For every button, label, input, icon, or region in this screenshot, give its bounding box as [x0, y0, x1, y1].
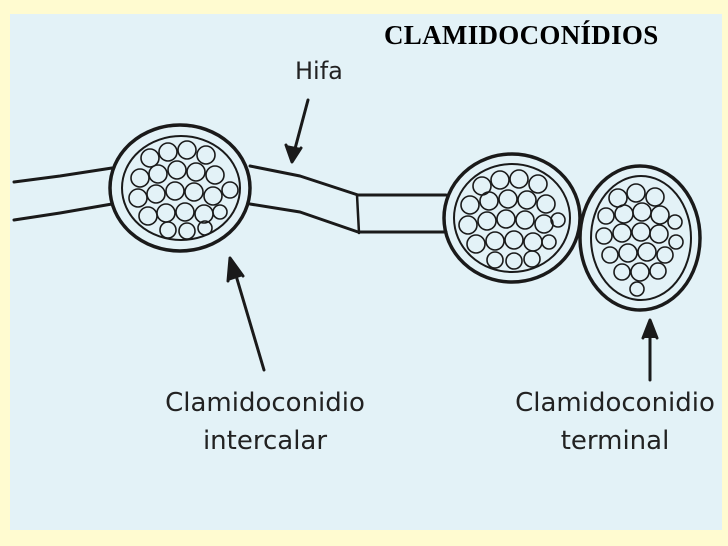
- chain-inner-wall: [453, 163, 571, 273]
- chain-outer-wall: [442, 152, 582, 284]
- arrow-hifa: [284, 98, 310, 164]
- terminal-inner-wall: [590, 175, 692, 301]
- arrow-intercalar: [226, 256, 266, 372]
- hypha-left-bottom-wall: [12, 202, 114, 222]
- hypha-middle-bottom-wall: [248, 202, 448, 234]
- terminal-label: Clamidoconidio terminal: [505, 384, 725, 460]
- terminal-label-line2: terminal: [560, 426, 670, 456]
- terminal-label-line1: Clamidoconidio: [515, 388, 715, 418]
- chain-cells: [458, 169, 566, 270]
- diagram-panel: [10, 14, 722, 530]
- intercalar-outer-wall: [108, 123, 252, 253]
- slide-title: CLAMIDOCONÍDIOS: [384, 20, 659, 50]
- hypha-septum: [355, 193, 361, 235]
- intercalar-inner-wall: [121, 135, 241, 241]
- intercalar-label: Clamidoconidio intercalar: [155, 384, 375, 460]
- terminal-cells: [595, 183, 684, 297]
- intercalar-label-line2: intercalar: [202, 426, 328, 456]
- intercalar-label-line1: Clamidoconidio: [165, 388, 365, 418]
- terminal-outer-wall: [578, 164, 702, 312]
- intercalar-cells: [128, 140, 239, 240]
- hypha-middle-top-wall: [248, 164, 448, 197]
- arrow-terminal: [641, 318, 659, 382]
- hypha-left-top-wall: [12, 166, 114, 184]
- hifa-label: Hifa: [295, 57, 343, 85]
